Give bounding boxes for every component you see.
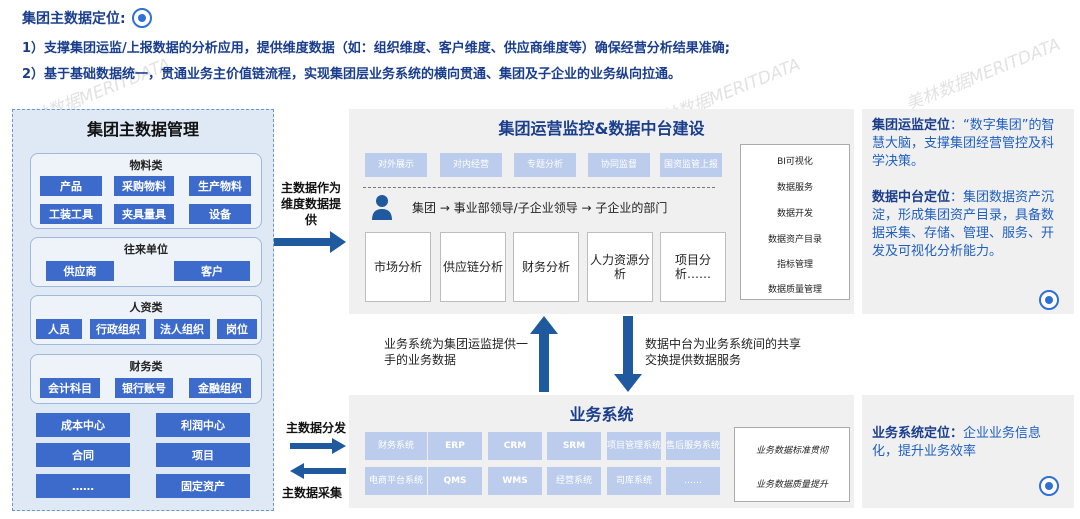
system-operations: 经营系统: [547, 467, 601, 495]
group-title: 往来单位: [124, 243, 168, 256]
header-title: 集团主数据定位:: [22, 11, 126, 27]
chip-product: 产品: [40, 176, 102, 196]
chip-profit-center: 利润中心: [156, 413, 250, 437]
chip-equipment: 设备: [189, 204, 251, 224]
arrow-down-icon: [614, 316, 642, 392]
dp-item: 数据服务: [776, 183, 813, 193]
group-finance: 财务类 会计科目 银行账号 金融组织: [30, 354, 262, 404]
biz-item: 业务数据质量提升: [755, 480, 828, 490]
chip-position: 岗位: [217, 319, 257, 339]
system-finance: 财务系统: [365, 432, 427, 460]
chip-fixture-gauge: 夹具量具: [114, 204, 174, 224]
tag-internal-ops: 对内经营: [440, 153, 502, 177]
arrow-label-collect: 主数据采集: [282, 486, 343, 500]
arrow-label-down: 数据中台为业务系统间的共享交换提供数据服务: [645, 337, 802, 367]
dp-item: 数据资产目录: [767, 235, 822, 245]
chip-customer: 客户: [174, 261, 250, 281]
target-icon: [131, 8, 152, 28]
system-after-sales: 售后服务系统: [666, 432, 720, 460]
ops-monitoring-title: 集团运营监控&数据中台建设: [498, 119, 705, 138]
chip-bank-account: 银行账号: [115, 378, 173, 398]
chip-purchase-material: 采购物料: [114, 176, 174, 196]
system-ecommerce: 电商平台系统: [365, 467, 427, 495]
arrow-up-icon: [530, 316, 558, 392]
target-icon: [1039, 290, 1059, 310]
analysis-market: 市场分析: [365, 232, 431, 302]
group-partners: 往来单位 供应商 客户: [30, 237, 262, 287]
analysis-supply-chain: 供应链分析: [440, 232, 506, 302]
tag-collab-supervision: 协同监督: [588, 153, 650, 177]
flow-divider: [363, 187, 715, 188]
system-wms: WMS: [488, 467, 542, 495]
master-data-panel: 集团主数据管理 物料类 产品 采购物料 生产物料 工装工具 夹具量具 设备 往来…: [12, 109, 274, 511]
definition-platform: 数据中台定位：集团数据资产沉淀，形成集团资产目录，具备数据采集、存储、管理、服务…: [872, 190, 1055, 259]
user-icon: [372, 195, 392, 220]
chip-account-subject: 会计科目: [40, 378, 100, 398]
org-flow-text: 集团 → 事业部领导/子企业领导 → 子企业的部门: [412, 201, 668, 215]
header-line-2: 2）基于基础数据统一，贯通业务主价值链流程，实现集团层业务系统的横向贯通、集团及…: [22, 67, 682, 82]
chip-legal-org: 法人组织: [154, 319, 210, 339]
business-data-list: 业务数据标准贯彻 业务数据质量提升: [734, 427, 850, 502]
analysis-hr: 人力资源分析: [587, 232, 653, 302]
arrow-right-icon: [290, 438, 346, 454]
header-title-row: 集团主数据定位:: [22, 8, 152, 28]
group-title: 财务类: [129, 360, 163, 373]
dp-item: BI可视化: [777, 157, 813, 167]
definition-biz-text: 业务系统定位：企业业务信息化，提升业务效率: [872, 426, 1042, 459]
system-project-mgmt: 项目管理系统: [607, 432, 661, 460]
system-crm: CRM: [488, 432, 542, 460]
chip-personnel: 人员: [36, 319, 82, 339]
dp-item: 指标管理: [776, 260, 813, 270]
business-systems-title: 业务系统: [569, 405, 634, 424]
tag-topic-analysis: 专题分析: [514, 153, 576, 177]
system-srm: SRM: [547, 432, 601, 460]
master-data-title: 集团主数据管理: [86, 120, 199, 139]
chip-contract: 合同: [36, 443, 130, 467]
header-line-1: 1）支撑集团运监/上报数据的分析应用，提供维度数据（如：组织维度、客户维度、供应…: [22, 41, 730, 56]
system-more: ……: [666, 467, 720, 495]
group-materials: 物料类 产品 采购物料 生产物料 工装工具 夹具量具 设备: [30, 153, 262, 229]
watermark: 美林数据MERITDATA: [903, 34, 1064, 115]
definition-ops: 集团运监定位：“数字集团”的智慧大脑，支撑集团经营管控及科学决策。: [872, 118, 1055, 169]
data-platform-list: BI可视化 数据服务 数据开发 数据资产目录 指标管理 数据质量管理: [740, 144, 850, 300]
chip-admin-org: 行政组织: [90, 319, 146, 339]
group-title: 人资类: [129, 301, 163, 314]
arrow-left-icon: [290, 463, 346, 479]
tag-soe-report: 国资监管上报: [660, 153, 722, 177]
tag-external-display: 对外展示: [365, 153, 427, 177]
chip-cost-center: 成本中心: [36, 413, 130, 437]
group-title: 物料类: [129, 159, 163, 172]
system-erp: ERP: [428, 432, 482, 460]
biz-item: 业务数据标准贯彻: [755, 446, 828, 456]
target-icon: [1039, 476, 1059, 496]
chip-production-material: 生产物料: [189, 176, 251, 196]
definition-ops-platform: 集团运监定位：“数字集团”的智慧大脑，支撑集团经营管控及科学决策。 数据中台定位…: [862, 109, 1074, 314]
dp-item: 数据质量管理: [767, 285, 822, 295]
chip-project: 项目: [156, 443, 250, 467]
group-hr: 人资类 人员 行政组织 法人组织 岗位: [30, 295, 262, 345]
analysis-finance: 财务分析: [513, 232, 579, 302]
chip-fixed-assets: 固定资产: [156, 474, 250, 498]
chip-financial-org: 金融组织: [189, 378, 251, 398]
system-qms: QMS: [428, 467, 482, 495]
chip-supplier: 供应商: [46, 261, 114, 281]
chip-tooling: 工装工具: [40, 204, 102, 224]
definition-biz: 业务系统定位：企业业务信息化，提升业务效率: [862, 395, 1074, 508]
arrow-label-up: 业务系统为集团运监提供一手的业务数据: [384, 337, 529, 367]
analysis-project: 项目分析……: [660, 232, 726, 302]
dp-item: 数据开发: [776, 209, 813, 219]
arrow-label-dimension: 主数据作为维度数据提供: [280, 181, 341, 227]
chip-more: ……: [36, 474, 130, 498]
system-treasury: 司库系统: [607, 467, 661, 495]
arrow-label-distribute: 主数据分发: [286, 421, 347, 435]
arrow-right-icon: [274, 231, 346, 253]
